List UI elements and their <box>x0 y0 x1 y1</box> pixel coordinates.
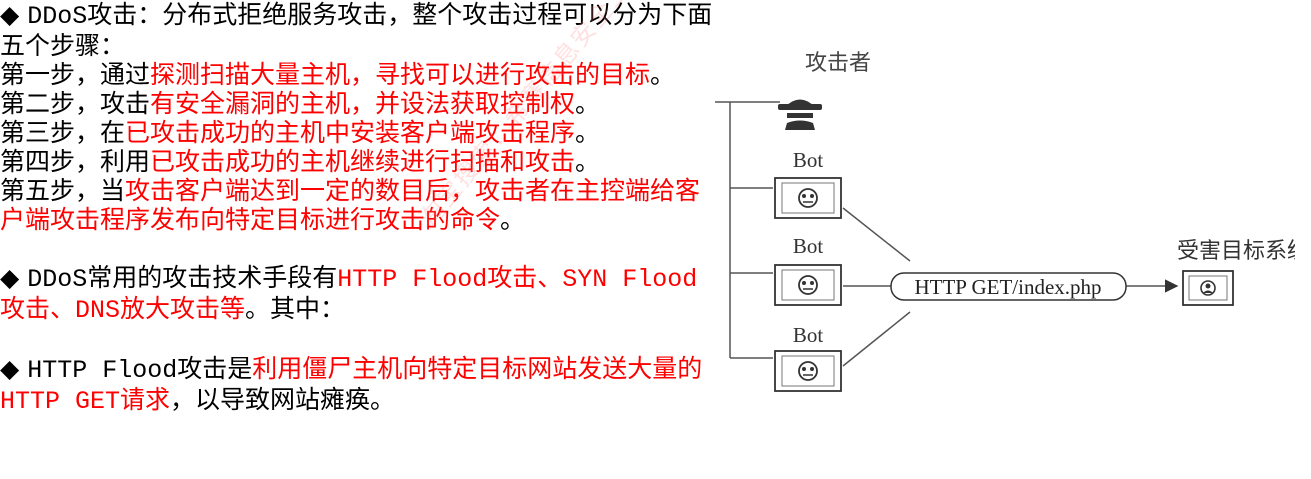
bullet-diamond: ◆ <box>0 263 28 292</box>
connector-lines <box>715 101 1179 367</box>
bullet-diamond: ◆ <box>0 0 28 29</box>
step-5: 第五步，当攻击客户端达到一定的数目后，攻击者在主控端给客户端攻击程序发布向特定目… <box>0 176 701 234</box>
http-get-request: HTTP GET/index.php <box>890 272 1127 301</box>
bot-label: Bot <box>793 148 824 172</box>
intro-body: 攻击：分布式拒绝服务攻击，整个攻击过程可以分为下面五个步骤： <box>0 0 713 60</box>
request-label: HTTP GET/index.php <box>914 275 1101 299</box>
step-1: 第一步，通过探测扫描大量主机，寻找可以进行攻击的目标。 <box>0 60 676 89</box>
bot-label: Bot <box>793 323 824 347</box>
bot-face-icon <box>798 275 818 295</box>
attacker-icon <box>778 99 822 130</box>
step-2: 第二步，攻击有安全漏洞的主机，并设法获取控制权。 <box>0 89 601 118</box>
bot-face-icon <box>798 361 818 381</box>
bot-face-icon <box>798 188 818 208</box>
bot-label: Bot <box>793 234 824 258</box>
step-3: 第三步，在已攻击成功的主机中安装客户端攻击程序。 <box>0 118 601 147</box>
paragraph-http-flood: ◆ HTTP Flood攻击是利用僵尸主机向特定目标网站发送大量的HTTP GE… <box>0 354 703 416</box>
paragraph-ddos-intro: ◆ DDoS攻击：分布式拒绝服务攻击，整个攻击过程可以分为下面五个步骤： <box>0 0 720 60</box>
step-4: 第四步，利用已攻击成功的主机继续进行扫描和攻击。 <box>0 147 601 176</box>
bot-node-3: Bot <box>774 323 842 392</box>
bot-node-2: Bot <box>774 234 842 306</box>
term-ddos: DDoS <box>27 2 88 31</box>
bullet-diamond: ◆ <box>0 354 28 383</box>
target-label: 受害目标系统 <box>1177 239 1295 264</box>
ddos-diagram: 攻击者 Bot Bot Bot <box>715 51 1295 392</box>
target-system <box>1182 270 1234 306</box>
bot-node-1: Bot <box>774 148 842 219</box>
attacker-label: 攻击者 <box>805 51 871 76</box>
content-text: ◆ DDoS攻击：分布式拒绝服务攻击，整个攻击过程可以分为下面五个步骤： 第一步… <box>0 0 720 416</box>
paragraph-ddos-techniques: ◆ DDoS常用的攻击技术手段有HTTP Flood攻击、SYN Flood攻击… <box>0 263 698 325</box>
